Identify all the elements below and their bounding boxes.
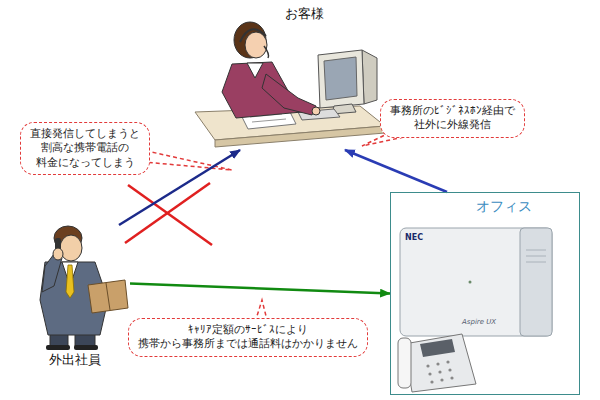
phone-key bbox=[426, 364, 429, 367]
man-tie bbox=[66, 265, 74, 298]
office-box: オフィス bbox=[390, 192, 580, 395]
package bbox=[88, 280, 128, 313]
phone-base bbox=[404, 334, 476, 392]
node-label: お客様 bbox=[285, 5, 324, 23]
brand-logo: NEC bbox=[405, 233, 423, 242]
callout-text: ｷｬﾘｱ定額のｻｰﾋﾞｽにより 携帯から事務所までは通話料はかかりません bbox=[138, 323, 358, 352]
phone-key bbox=[448, 368, 451, 371]
pbx-vent bbox=[526, 262, 546, 263]
phone-display bbox=[420, 339, 455, 357]
monitor-screen bbox=[324, 57, 357, 100]
call-arrow bbox=[345, 150, 447, 192]
callout-text: 事務所のﾋﾞｼﾞﾈｽﾎﾝ経由で 社外に外線発信 bbox=[390, 104, 515, 133]
pbx-lamp bbox=[469, 281, 472, 284]
woman-arm bbox=[262, 74, 316, 115]
employee-figure: 外出社員 bbox=[20, 225, 130, 371]
pbx-panel bbox=[520, 228, 552, 336]
customer-figure: お客様 bbox=[205, 2, 380, 150]
pbx-vent bbox=[526, 250, 546, 251]
phone-key bbox=[436, 362, 439, 365]
man-hand bbox=[53, 248, 63, 260]
woman-face bbox=[245, 32, 267, 58]
paper-line bbox=[252, 119, 286, 122]
phone-key bbox=[438, 370, 441, 373]
headset-band bbox=[240, 29, 266, 42]
pbx-vent bbox=[526, 256, 546, 257]
man-shoe bbox=[46, 345, 70, 350]
phone-key bbox=[430, 380, 433, 383]
package-tape bbox=[106, 283, 110, 310]
callout-bubble: ｷｬﾘｱ定額のｻｰﾋﾞｽにより 携帯から事務所までは通話料はかかりません bbox=[128, 318, 368, 357]
phone-handset bbox=[398, 338, 411, 388]
call-arrow bbox=[130, 283, 390, 293]
callout-bubble: 直接発信してしまうと 割高な携帯電話の 料金になってしまう bbox=[20, 122, 150, 175]
model-name: Aspire UX bbox=[462, 318, 496, 326]
phone-key bbox=[446, 360, 449, 363]
phone-key bbox=[428, 372, 431, 375]
phone-key bbox=[450, 376, 453, 379]
monitor-side bbox=[362, 50, 377, 104]
callout-text: 直接発信してしまうと 割高な携帯電話の 料金になってしまう bbox=[30, 127, 140, 170]
callout-bubble: 事務所のﾋﾞｼﾞﾈｽﾎﾝ経由で 社外に外線発信 bbox=[380, 99, 525, 138]
woman-hair bbox=[234, 22, 266, 58]
node-label: オフィス bbox=[476, 198, 532, 216]
woman-collar bbox=[247, 63, 263, 78]
woman-hand bbox=[312, 107, 320, 115]
phone-keypad bbox=[426, 360, 453, 383]
desk-front bbox=[215, 126, 385, 147]
phone-key bbox=[440, 378, 443, 381]
monitor-bezel bbox=[318, 50, 364, 108]
headset-mic bbox=[264, 46, 269, 58]
man-face bbox=[60, 235, 82, 261]
node-label: 外出社員 bbox=[49, 351, 101, 369]
pbx-body bbox=[400, 228, 552, 336]
man-shoe bbox=[74, 345, 98, 350]
